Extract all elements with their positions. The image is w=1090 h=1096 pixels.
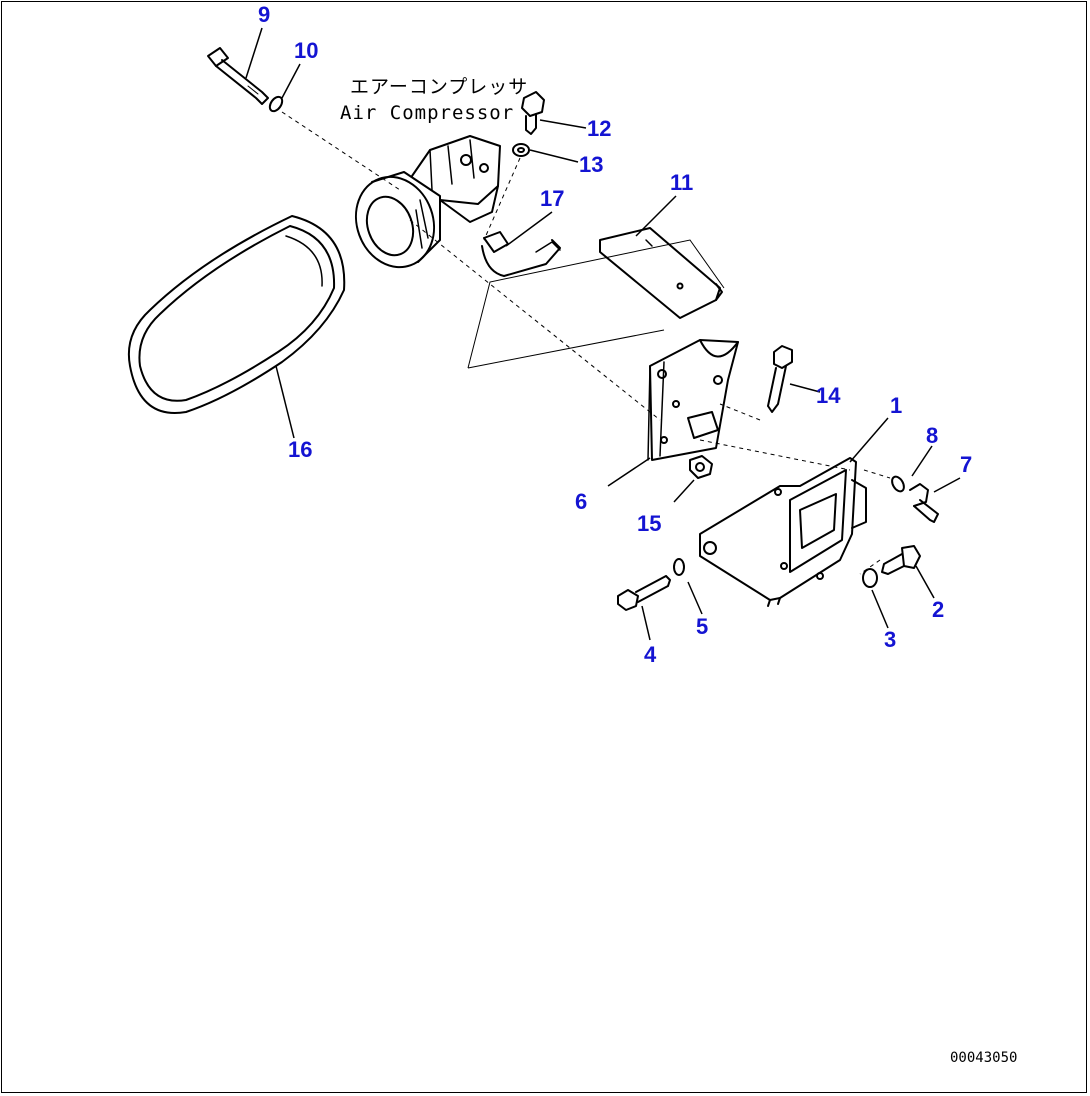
part-2-bolt <box>881 545 921 575</box>
reference-lines <box>467 239 725 369</box>
part-9-bolt <box>207 47 269 105</box>
callout-2: 2 <box>932 597 945 622</box>
part-6-bracket <box>647 339 739 461</box>
part-12-bolt <box>521 91 545 135</box>
callout-11: 11 <box>670 170 694 195</box>
callout-14: 14 <box>816 383 841 408</box>
part-4-bolt <box>617 575 671 611</box>
part-15-nut <box>689 455 713 479</box>
part-5-washer <box>673 558 685 576</box>
callout-9: 9 <box>258 2 271 27</box>
callout-10: 10 <box>294 38 319 63</box>
callout-8: 8 <box>926 423 939 448</box>
part-16-v-belt <box>127 215 346 414</box>
leader-lines <box>245 27 961 641</box>
callout-3: 3 <box>884 627 897 652</box>
part-10-washer <box>268 95 284 113</box>
callout-13: 13 <box>579 152 604 177</box>
drawing-code: 00043050 <box>950 1050 1018 1066</box>
callout-5: 5 <box>696 614 709 639</box>
part-1-main-bracket <box>699 457 867 607</box>
part-11-cover-plate <box>599 227 723 319</box>
callout-7: 7 <box>960 452 973 477</box>
assembly-lines <box>281 111 891 575</box>
callout-1: 1 <box>890 393 903 418</box>
callout-17: 17 <box>540 186 565 211</box>
part-7-bolt <box>909 483 939 523</box>
callout-15: 15 <box>637 511 662 536</box>
caption-japanese: エアーコンプレッサ <box>350 76 529 98</box>
callout-16: 16 <box>288 437 313 462</box>
callout-12: 12 <box>587 116 612 141</box>
callout-6: 6 <box>575 489 588 514</box>
callout-4: 4 <box>644 642 657 667</box>
part-13-washer <box>512 143 530 157</box>
caption-english: Air Compressor <box>340 102 515 124</box>
part-8-washer <box>891 475 905 493</box>
part-3-washer <box>862 568 878 588</box>
part-14-bolt <box>767 345 793 413</box>
air-compressor <box>354 135 501 269</box>
